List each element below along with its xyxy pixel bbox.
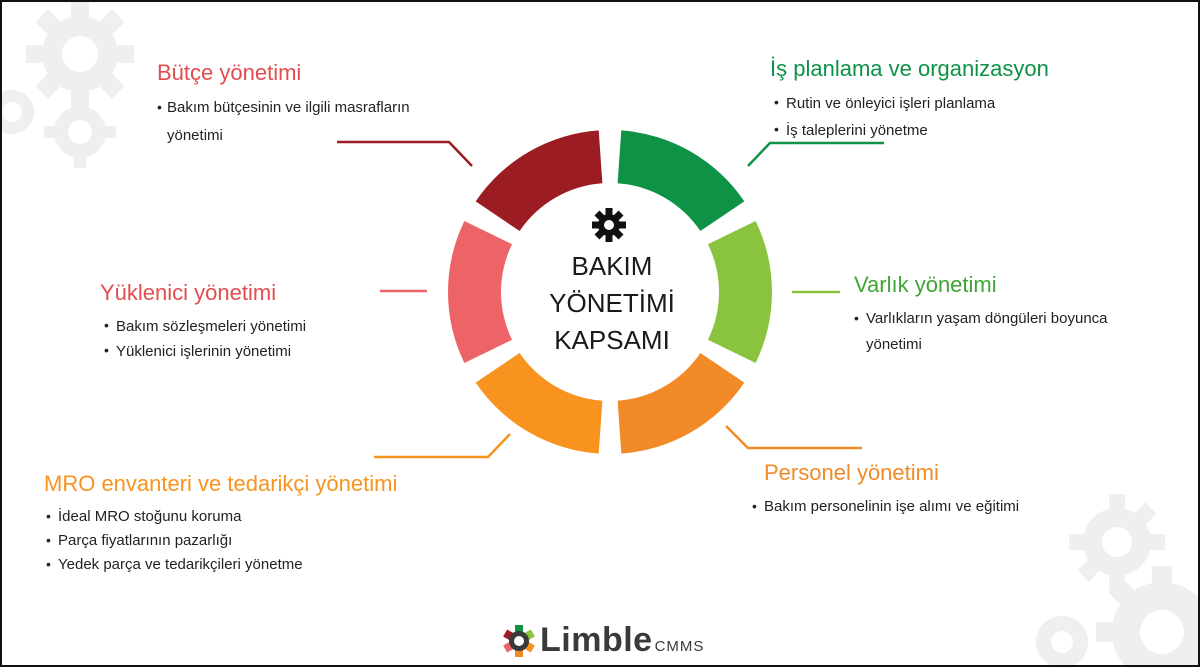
donut-segment	[475, 130, 603, 232]
center-title-line: BAKIM	[571, 251, 653, 281]
logo-wordmark: Limble	[540, 621, 653, 659]
donut-segment	[475, 352, 603, 454]
center-title-line: KAPSAMI	[554, 325, 670, 355]
section-title: Varlık yönetimi	[854, 272, 997, 297]
donut-segment	[617, 130, 745, 232]
section-title: MRO envanteri ve tedarikçi yönetimi	[44, 471, 398, 496]
section-title: Yüklenici yönetimi	[100, 280, 277, 305]
gear-icon	[592, 208, 626, 242]
bullet-item: Parça fiyatlarının pazarlığı	[46, 528, 464, 553]
bullet-item: Yüklenici işlerinin yönetimi	[104, 338, 390, 364]
connector-line	[725, 425, 862, 450]
work-planning-block: İş planlama ve organizasyon Rutin ve önl…	[770, 56, 1130, 144]
asset-management-block: Varlık yönetimi Varlıkların yaşam döngül…	[854, 272, 1124, 358]
background-gear-icon	[2, 2, 134, 168]
bullet-item: Bakım personelinin işe alımı ve eğitimi	[752, 493, 1044, 520]
personnel-management-block: Personel yönetimi Bakım personelinin işe…	[752, 460, 1052, 520]
connector-line	[374, 433, 511, 459]
bullet-item: Bakım sözleşmeleri yönetimi	[104, 313, 390, 339]
donut-segment	[617, 352, 745, 454]
section-title: Bütçe yönetimi	[157, 60, 302, 85]
bullet-item: Yedek parça ve tedarikçileri yönetme	[46, 552, 464, 577]
logo-subtitle: CMMS	[654, 638, 705, 655]
bullet-item: İş taleplerini yönetme	[774, 116, 1130, 144]
section-title: Personel yönetimi	[764, 460, 939, 485]
section-title: İş planlama ve organizasyon	[770, 56, 1049, 81]
mro-inventory-block: MRO envanteri ve tedarikçi yönetimi İdea…	[44, 471, 464, 577]
center-title: BAKIM YÖNETİMİ KAPSAMI	[512, 248, 712, 359]
budget-management-block: Bütçe yönetimi Bakım bütçesinin ve ilgil…	[157, 60, 487, 150]
donut-segment	[448, 220, 513, 364]
background-gear-icon	[1036, 494, 1198, 665]
bullet-item: Varlıkların yaşam döngüleri boyunca yöne…	[854, 305, 1124, 358]
donut-segment	[707, 220, 772, 364]
bullet-item: İdeal MRO stoğunu koruma	[46, 504, 464, 529]
bullet-item: Bakım bütçesinin ve ilgili masrafların y…	[157, 93, 467, 150]
center-title-line: YÖNETİMİ	[549, 288, 675, 318]
limble-logo-icon	[503, 624, 535, 657]
contractor-management-block: Yüklenici yönetimi Bakım sözleşmeleri yö…	[100, 280, 390, 364]
limble-logo: Limble CMMS	[502, 621, 704, 660]
connector-line	[747, 141, 884, 167]
bullet-item: Rutin ve önleyici işleri planlama	[774, 89, 1130, 117]
